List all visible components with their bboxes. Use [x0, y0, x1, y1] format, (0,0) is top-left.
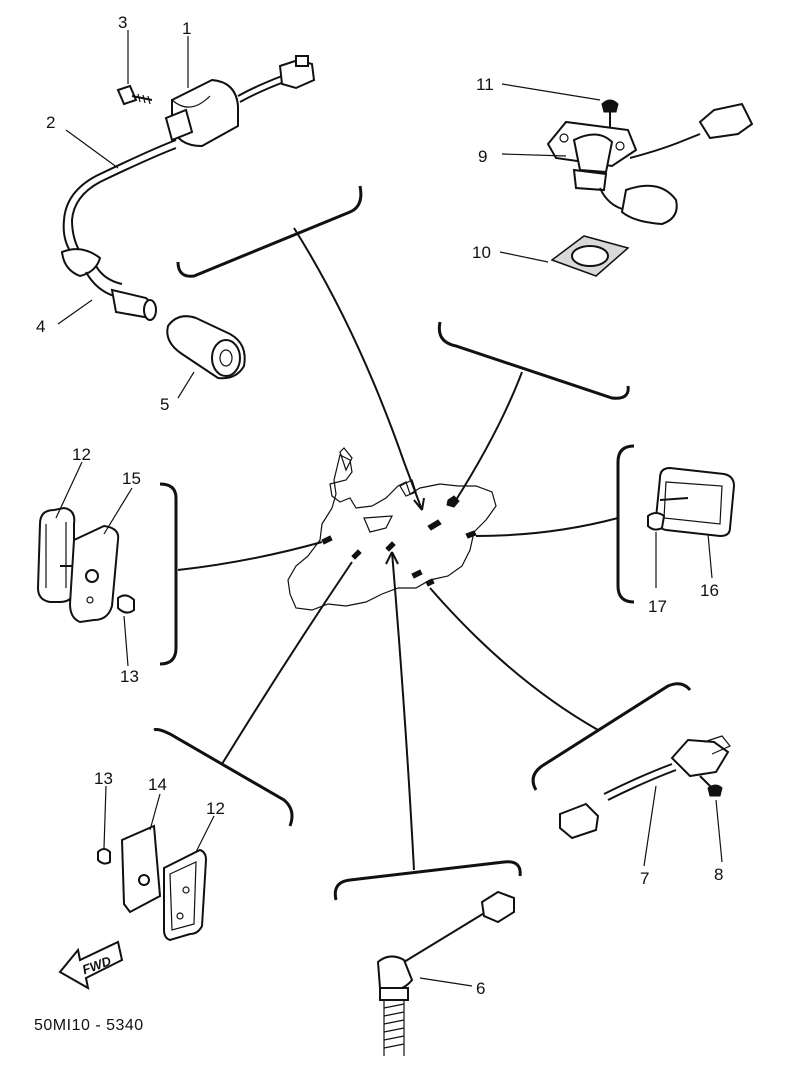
callout-10: 10: [472, 243, 491, 262]
rear-reflector-assembly: [647, 466, 736, 538]
bracket-fuel-sender: [437, 321, 630, 400]
callout-13-left: 13: [120, 667, 139, 686]
bracket-rear-reflector: [616, 444, 635, 604]
location-markers: [321, 495, 477, 587]
callout-5: 5: [160, 395, 169, 414]
callout-12-left: 12: [72, 445, 91, 464]
callout-4: 4: [36, 317, 45, 336]
group-brackets: [153, 185, 692, 901]
callout-1: 1: [182, 19, 191, 38]
callout-8: 8: [714, 865, 723, 884]
brake-light-switch: [559, 735, 731, 840]
fuel-sender-unit: [546, 102, 754, 226]
callout-14: 14: [148, 775, 167, 794]
plug-cap-cover: [166, 315, 246, 380]
callout-2: 2: [46, 113, 55, 132]
ignition-coil: [164, 55, 316, 148]
callout-16: 16: [700, 581, 719, 600]
neutral-switch: [376, 890, 515, 1056]
callout-12-bottom: 12: [206, 799, 225, 818]
bracket-side-reflector-right: [153, 728, 294, 827]
callout-17: 17: [648, 597, 667, 616]
bracket-brake-switch: [531, 682, 692, 791]
bracket-ignition-coil: [176, 185, 363, 278]
sender-gasket: [550, 235, 630, 277]
connector-lines: [177, 227, 619, 871]
sender-screw: [601, 99, 619, 128]
spark-plug-lead: [60, 139, 177, 321]
callout-13-bottom: 13: [94, 769, 113, 788]
reflector-left-assembly: [36, 506, 135, 624]
bracket-side-reflector-left: [159, 482, 178, 666]
forward-arrow: FWD: [58, 940, 124, 990]
callout-9: 9: [478, 147, 487, 166]
callout-7: 7: [640, 869, 649, 888]
callout-3: 3: [118, 13, 127, 32]
callout-labels: 1 3 2 4 5 11 9 10 12 15 13 17 16 13 14 1…: [36, 13, 723, 998]
callout-6: 6: [476, 979, 485, 998]
callout-15: 15: [122, 469, 141, 488]
diagram-code: 50MI10 - 5340: [34, 1017, 144, 1034]
motorcycle-outline: [287, 447, 497, 611]
reflector-right-assembly: [97, 824, 208, 942]
callout-11: 11: [476, 75, 494, 94]
coil-screw: [116, 84, 153, 106]
bracket-neutral-switch: [333, 860, 522, 901]
callout-leaders: [55, 30, 723, 987]
